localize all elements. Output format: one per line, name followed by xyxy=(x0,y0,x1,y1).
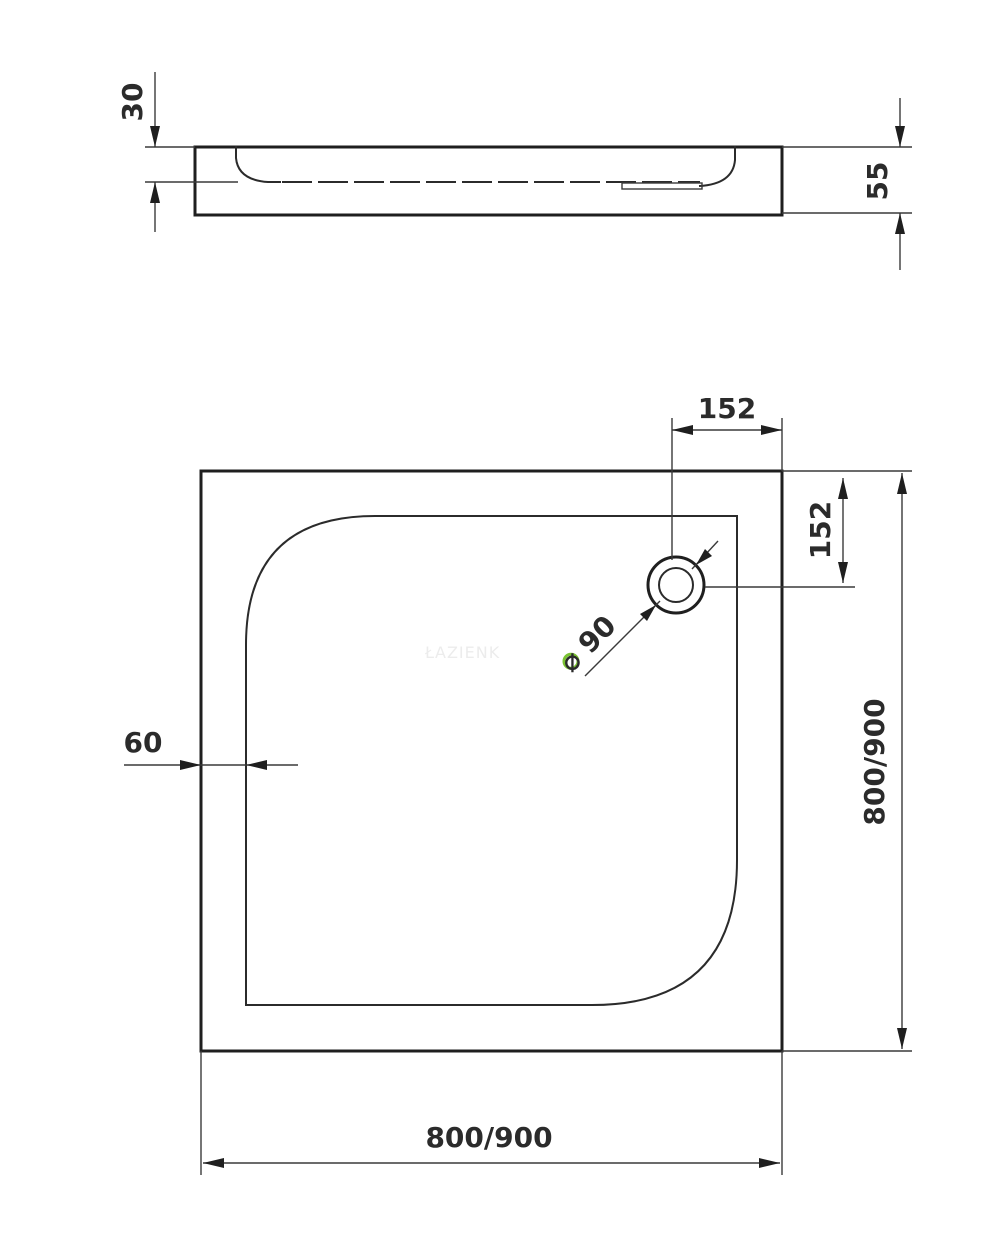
watermark: ŁAZIENK xyxy=(424,643,500,662)
dim-depth-arrow-bottom xyxy=(897,1028,907,1049)
diameter-label-group: ⌀ 90 xyxy=(553,609,623,679)
dim-width-arrow-left xyxy=(203,1158,224,1168)
diameter-arrow-upper xyxy=(696,549,712,565)
drain-icon xyxy=(646,555,706,615)
dim-depth-label: 800/900 xyxy=(858,698,891,825)
side-dim-30-label: 30 xyxy=(116,83,149,122)
side-dim-55-label: 55 xyxy=(861,162,894,201)
drain-outer-ring xyxy=(646,555,706,615)
dim-width: 800/900 xyxy=(200,1051,783,1175)
dim-depth: 800/900 xyxy=(782,473,912,1052)
dim-drain-offset-y: 152 xyxy=(705,470,912,588)
dim-152x-label: 152 xyxy=(698,392,756,425)
side-dim-55-arrow-top xyxy=(895,126,905,147)
top-view-basin xyxy=(245,515,738,1006)
side-dim-rim-depth: 30 xyxy=(116,72,238,232)
dim-152y-label: 152 xyxy=(804,501,837,559)
dim-60-arrow-left xyxy=(180,760,201,770)
drain-inner-ring xyxy=(658,567,694,603)
dim-152y-arrow-bottom xyxy=(838,562,848,583)
dim-border-width: 60 xyxy=(124,726,298,770)
dim-152x-arrow-left xyxy=(672,425,693,435)
dim-width-arrow-right xyxy=(759,1158,780,1168)
side-dim-total-height: 55 xyxy=(782,98,912,270)
dim-152x-arrow-right xyxy=(761,425,782,435)
dim-width-label: 800/900 xyxy=(425,1121,552,1154)
diameter-label: 90 xyxy=(572,609,623,660)
dim-152y-arrow-top xyxy=(838,478,848,499)
side-view-basin-right-curve xyxy=(698,146,736,188)
side-dim-55-arrow-bottom xyxy=(895,213,905,234)
top-view: ŁAZIENK ⌀ 90 xyxy=(124,392,912,1175)
side-view-basin-left-curve xyxy=(235,146,281,183)
side-dim-30-arrow-top xyxy=(150,126,160,147)
side-view-outline xyxy=(193,145,784,217)
dim-60-label: 60 xyxy=(124,726,163,759)
dim-drain-offset-x: 152 xyxy=(671,392,783,560)
side-dim-30-arrow-bottom xyxy=(150,182,160,203)
diameter-arrow-lower xyxy=(640,605,656,621)
dim-60-arrow-right xyxy=(246,760,267,770)
diameter-symbol-accent xyxy=(562,652,580,670)
dim-depth-arrow-top xyxy=(897,473,907,494)
side-view: 30 55 xyxy=(116,72,912,270)
top-view-outline xyxy=(199,469,784,1053)
side-view-drain-outlet xyxy=(621,182,703,190)
